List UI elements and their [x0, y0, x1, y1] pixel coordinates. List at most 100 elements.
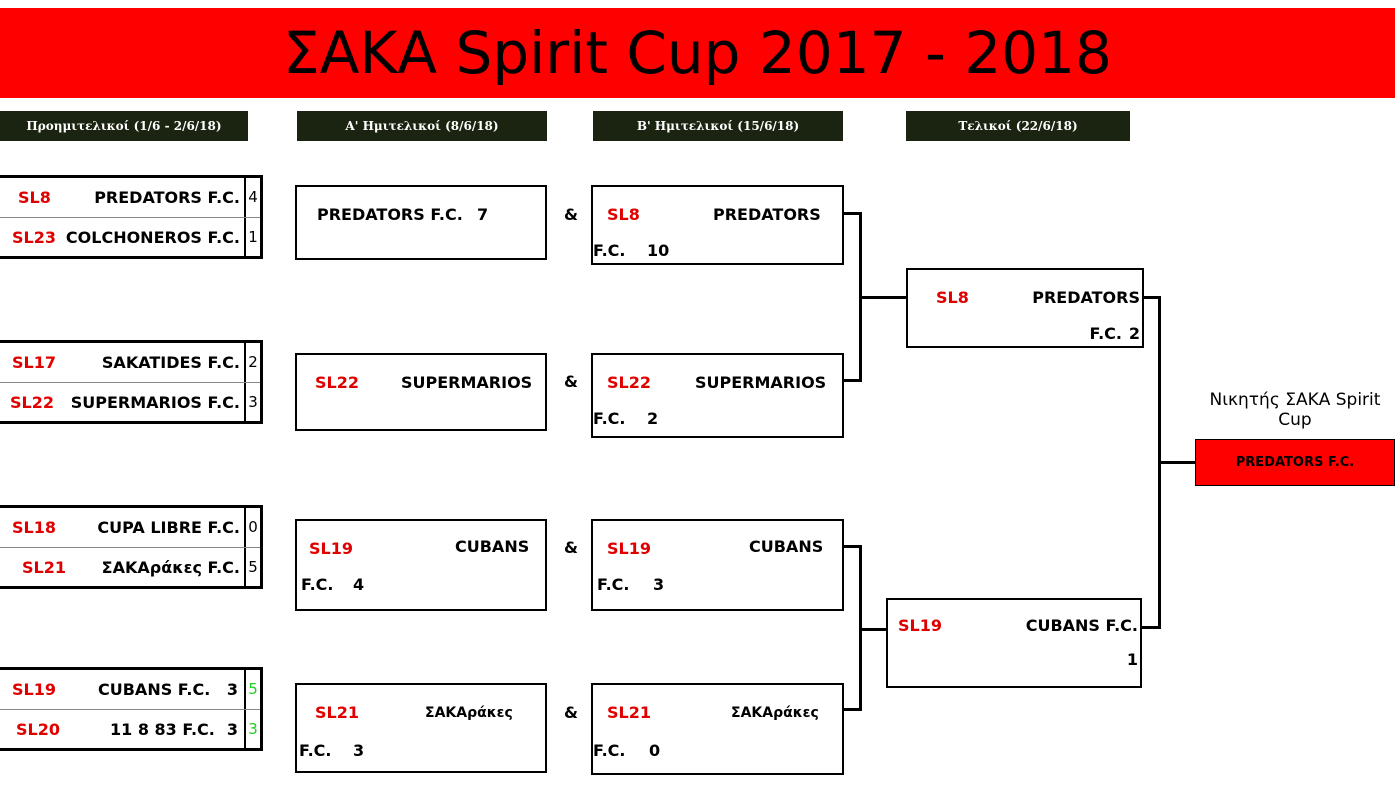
connector-line — [1142, 626, 1160, 629]
team-code: SL22 — [10, 393, 54, 412]
team-code: SL20 — [16, 720, 60, 739]
score: 3 — [244, 383, 260, 422]
semi-b-match-3: SL19 CUBANS F.C. 3 — [591, 519, 844, 611]
team-code: SL22 — [607, 373, 651, 392]
team-name: PREDATORS — [713, 205, 821, 224]
team-name-line2: F.C. — [593, 409, 626, 428]
team-code: SL8 — [936, 288, 969, 307]
connector-line — [1144, 296, 1160, 299]
quarterfinal-row: SL18 CUPA LIBRE F.C. 0 — [0, 508, 260, 548]
round-header-semi-b: Β' Ημιτελικοί (15/6/18) — [593, 111, 843, 141]
team-code: SL19 — [607, 539, 651, 558]
team-code: SL21 — [607, 703, 651, 722]
team-code: SL21 — [22, 558, 66, 577]
team-name: CUBANS — [455, 537, 530, 556]
score: 0 — [244, 508, 260, 547]
score: 0 — [649, 741, 661, 760]
score: 5 — [244, 670, 260, 709]
quarterfinal-row: SL23 COLCHONEROS F.C. 1 — [0, 218, 260, 257]
score: 2 — [244, 343, 260, 382]
ampersand: & — [564, 703, 578, 722]
score: 1 — [244, 218, 260, 257]
title-banner — [0, 8, 1395, 98]
team-name: 11 8 83 F.C. — [110, 720, 215, 739]
quarterfinal-match-1: SL8 PREDATORS F.C. 4 SL23 COLCHONEROS F.… — [0, 175, 263, 259]
team-code: SL8 — [607, 205, 640, 224]
team-name: PREDATORS F.C. — [94, 188, 240, 207]
connector-line — [1158, 461, 1195, 464]
ampersand: & — [564, 372, 578, 391]
quarterfinal-row: SL21 ΣΑΚΑράκες F.C. 5 — [0, 548, 260, 587]
penalty-score: 3 — [226, 720, 238, 739]
round-header-finals: Τελικοί (22/6/18) — [906, 111, 1130, 141]
semi-a-match-1: PREDATORS F.C. 7 — [295, 185, 547, 260]
quarterfinal-match-4: SL19 CUBANS F.C. 3 5 SL20 11 8 83 F.C. 3… — [0, 667, 263, 751]
final-slot-1: SL8 PREDATORS F.C. 2 — [906, 268, 1144, 348]
team-name: SUPERMARIOS — [695, 373, 827, 392]
score: 5 — [244, 548, 260, 587]
team-code: SL22 — [315, 373, 359, 392]
semi-b-match-2: SL22 SUPERMARIOS F.C. 2 — [591, 353, 844, 438]
connector-line — [859, 296, 907, 299]
final-slot-2: SL19 CUBANS F.C. 1 — [886, 598, 1142, 688]
connector-line — [844, 545, 861, 548]
team-code: SL8 — [18, 188, 51, 207]
score: 2 — [1128, 324, 1140, 343]
team-code: SL18 — [12, 518, 56, 537]
quarterfinal-row: SL22 SUPERMARIOS F.C. 3 — [0, 383, 260, 422]
team-name-line2: F.C. — [597, 575, 630, 594]
score: 1 — [1126, 650, 1138, 669]
ampersand: & — [564, 538, 578, 557]
connector-line — [844, 379, 861, 382]
round-header-quarterfinals: Προημιτελικοί (1/6 - 2/6/18) — [0, 111, 248, 141]
team-name: ΣΑΚΑράκες — [425, 705, 513, 721]
quarterfinal-row: SL17 SAKATIDES F.C. 2 — [0, 343, 260, 383]
score: 3 — [353, 741, 365, 760]
score: 4 — [353, 575, 365, 594]
team-name: ΣΑΚΑράκες F.C. — [101, 558, 240, 577]
team-name: CUBANS F.C. — [1025, 616, 1138, 635]
team-name-line2: F.C. — [301, 575, 334, 594]
score: 7 — [477, 205, 489, 224]
team-name: SUPERMARIOS F.C. — [70, 393, 240, 412]
semi-b-match-4: SL21 ΣΑΚΑράκες F.C. 0 — [591, 683, 844, 775]
team-name-line2: F.C. — [1089, 324, 1122, 343]
team-name-line2: F.C. — [593, 741, 626, 760]
semi-b-match-1: SL8 PREDATORS F.C. 10 — [591, 185, 844, 265]
team-code: SL23 — [12, 228, 56, 247]
round-header-semi-a: Α' Ημιτελικοί (8/6/18) — [297, 111, 547, 141]
penalty-score: 3 — [226, 680, 238, 699]
team-name: PREDATORS F.C. — [317, 205, 463, 224]
team-code: SL19 — [12, 680, 56, 699]
quarterfinal-row: SL20 11 8 83 F.C. 3 3 — [0, 710, 260, 749]
score: 2 — [647, 409, 659, 428]
score: 3 — [244, 710, 260, 749]
connector-line — [844, 708, 861, 711]
semi-a-match-2: SL22 SUPERMARIOS — [295, 353, 547, 431]
team-name-line2: F.C. — [299, 741, 332, 760]
team-name-line2: F.C. — [593, 241, 626, 260]
team-name: COLCHONEROS F.C. — [65, 228, 240, 247]
team-name: CUBANS — [749, 537, 824, 556]
team-code: SL17 — [12, 353, 56, 372]
score: 10 — [647, 241, 670, 260]
quarterfinal-match-3: SL18 CUPA LIBRE F.C. 0 SL21 ΣΑΚΑράκες F.… — [0, 505, 263, 589]
team-name: SAKATIDES F.C. — [101, 353, 240, 372]
team-code: SL19 — [898, 616, 942, 635]
semi-a-match-3: SL19 CUBANS F.C. 4 — [295, 519, 547, 611]
team-name: ΣΑΚΑράκες — [731, 705, 819, 721]
team-code: SL19 — [309, 539, 353, 558]
connector-line — [859, 628, 887, 631]
ampersand: & — [564, 205, 578, 224]
quarterfinal-match-2: SL17 SAKATIDES F.C. 2 SL22 SUPERMARIOS F… — [0, 340, 263, 424]
team-name: CUBANS F.C. — [98, 680, 211, 699]
team-name: SUPERMARIOS — [401, 373, 533, 392]
score: 4 — [244, 178, 260, 217]
score: 3 — [653, 575, 665, 594]
quarterfinal-row: SL8 PREDATORS F.C. 4 — [0, 178, 260, 218]
winner-team: PREDATORS F.C. — [1195, 439, 1395, 486]
winner-caption: Νικητής ΣΑΚΑ Spirit Cup — [1209, 390, 1381, 430]
team-name: CUPA LIBRE F.C. — [97, 518, 240, 537]
semi-a-match-4: SL21 ΣΑΚΑράκες F.C. 3 — [295, 683, 547, 773]
quarterfinal-row: SL19 CUBANS F.C. 3 5 — [0, 670, 260, 710]
